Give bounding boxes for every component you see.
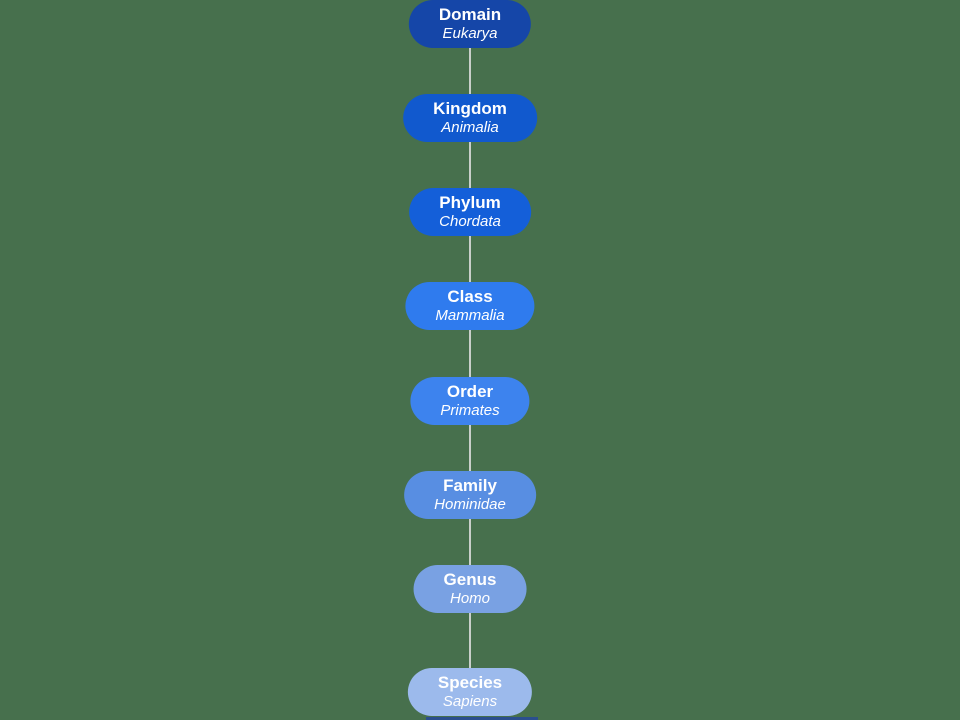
taxonomy-node-species: Species Sapiens — [407, 668, 533, 716]
rank-label: Kingdom — [433, 99, 507, 118]
rank-label: Class — [447, 287, 493, 306]
scientific-name: Animalia — [441, 119, 499, 136]
taxonomy-node-domain: Domain Eukarya — [408, 0, 532, 48]
taxonomy-node-kingdom: Kingdom Animalia — [403, 94, 537, 142]
scientific-name: Homo — [449, 590, 490, 607]
scientific-name: Hominidae — [434, 496, 506, 513]
species-node-bottom-edge — [426, 717, 538, 720]
taxonomy-node-class: Class Mammalia — [405, 282, 535, 330]
taxonomy-node-phylum: Phylum Chordata — [409, 188, 531, 236]
rank-label: Family — [443, 476, 497, 495]
taxonomy-node-order: Order Primates — [410, 377, 530, 425]
rank-label: Domain — [438, 5, 502, 24]
scientific-name: Chordata — [439, 213, 501, 230]
taxonomy-node-genus: Genus Homo — [413, 565, 527, 613]
rank-label: Genus — [443, 570, 497, 589]
scientific-name: Sapiens — [442, 693, 498, 710]
taxonomy-node-family: Family Hominidae — [404, 471, 536, 519]
rank-label: Order — [446, 382, 494, 401]
connector-line — [469, 24, 471, 692]
rank-label: Phylum — [439, 193, 501, 212]
scientific-name: Mammalia — [435, 307, 505, 324]
scientific-name: Primates — [440, 402, 500, 419]
rank-label: Species — [437, 673, 503, 692]
scientific-name: Eukarya — [442, 25, 498, 42]
